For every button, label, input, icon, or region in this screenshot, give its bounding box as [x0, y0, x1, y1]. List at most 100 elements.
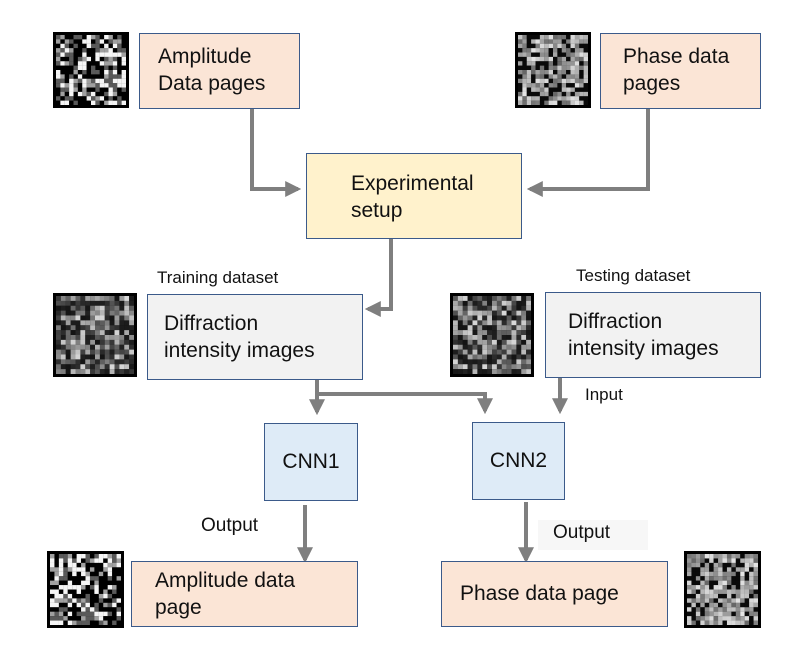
thumbnail-pixel [695, 589, 701, 595]
thumbnail-pixel [107, 620, 113, 625]
thumbnail-pixel [99, 369, 105, 374]
thumbnail-pixel [76, 611, 82, 617]
thumbnail-pixel [487, 296, 493, 301]
thumbnail-pixel [553, 65, 558, 71]
thumbnail-pixel [90, 339, 96, 345]
thumbnail-pixel [472, 330, 478, 336]
thumbnail-pixel [526, 100, 532, 105]
arrow-amplitude-to-setup [250, 107, 302, 197]
thumbnail-pixel [566, 48, 571, 53]
thumbnail-pixel [731, 607, 736, 612]
thumbnail-pixel [749, 562, 754, 568]
thumbnail-pixel [95, 65, 100, 71]
thumbnail-pixel [735, 611, 741, 617]
thumbnail-pixel [579, 91, 584, 97]
thumbnail-pixel [453, 364, 458, 370]
thumbnail-pixel [63, 576, 68, 581]
thumbnail-pixel [65, 369, 71, 374]
thumbnail-pixel [695, 607, 701, 612]
thumbnail-pixel [121, 83, 126, 88]
thumbnail-pixel [64, 83, 70, 88]
thumbnail-pixel [107, 589, 113, 595]
thumbnail-pixel [99, 315, 105, 321]
thumbnail-pixel [95, 70, 100, 75]
thumbnail-pixel [99, 48, 105, 53]
thumbnail-pixel [58, 558, 64, 563]
thumbnail-pixel [726, 616, 732, 621]
thumbnail-pixel [77, 74, 83, 79]
thumbnail-pixel [695, 567, 701, 572]
thumbnail-pixel [60, 100, 65, 105]
thumbnail-pixel [58, 602, 64, 608]
thumbnail-pixel [85, 315, 91, 321]
thumbnail-pixel [539, 61, 545, 66]
thumbnail-pixel [109, 330, 115, 336]
test-diffraction-thumbnail [450, 293, 534, 377]
thumbnail-pixel [726, 585, 732, 590]
thumbnail-pixel [583, 83, 588, 88]
thumbnail-pixel [687, 567, 692, 572]
thumbnail-pixel [579, 87, 584, 92]
thumbnail-pixel [704, 620, 710, 625]
thumbnail-pixel [709, 562, 714, 568]
thumbnail-pixel [107, 598, 113, 603]
thumbnail-pixel [526, 87, 532, 92]
thumbnail-pixel [700, 602, 705, 608]
thumbnail-pixel [467, 344, 473, 350]
thumbnail-pixel [121, 78, 126, 84]
thumbnail-pixel [104, 320, 110, 326]
thumbnail-pixel [482, 339, 488, 345]
thumbnail-pixel [544, 78, 549, 84]
thumbnail-pixel [482, 296, 488, 301]
thumbnail-pixel [713, 580, 719, 586]
thumbnail-pixel [457, 344, 463, 350]
thumbnail-pixel [72, 593, 77, 599]
thumbnail-pixel [557, 87, 562, 92]
thumbnail-pixel [726, 598, 732, 603]
thumbnail-pixel [85, 339, 91, 345]
thumbnail-pixel [526, 359, 531, 365]
thumbnail-pixel [108, 70, 113, 75]
thumbnail-pixel [487, 344, 493, 350]
thumbnail-pixel [90, 344, 96, 350]
thumbnail-pixel [73, 43, 78, 49]
thumbnail-pixel [64, 87, 70, 92]
thumbnail-pixel [64, 96, 70, 101]
thumbnail-pixel [80, 354, 86, 360]
thumbnail-pixel [583, 52, 588, 57]
thumbnail-pixel [90, 325, 96, 331]
thumbnail-pixel [94, 576, 99, 581]
thumbnail-pixel [80, 349, 86, 355]
thumbnail-pixel [99, 296, 105, 301]
thumbnail-pixel [516, 300, 522, 306]
thumbnail-pixel [526, 349, 531, 355]
thumbnail-pixel [94, 602, 99, 608]
thumbnail-pixel [82, 43, 87, 49]
thumbnail-pixel [104, 43, 109, 49]
thumbnail-pixel [77, 96, 83, 101]
thumbnail-pixel [521, 344, 527, 350]
thumbnail-pixel [116, 620, 121, 625]
thumbnail-pixel [548, 96, 554, 101]
thumbnail-pixel [544, 96, 549, 101]
thumbnail-pixel [544, 91, 549, 97]
thumbnail-pixel [117, 78, 122, 84]
thumbnail-pixel [521, 296, 527, 301]
thumbnail-pixel [744, 602, 750, 608]
thumbnail-pixel [76, 571, 82, 577]
thumbnail-pixel [521, 320, 527, 326]
thumbnail-pixel [69, 74, 74, 79]
thumbnail-pixel [119, 339, 125, 345]
thumbnail-pixel [56, 296, 61, 301]
thumbnail-pixel [60, 48, 65, 53]
thumbnail-pixel [99, 310, 105, 316]
thumbnail-pixel [85, 593, 91, 599]
thumbnail-pixel [67, 554, 73, 559]
thumbnail-pixel [722, 576, 728, 581]
thumbnail-pixel [506, 359, 512, 365]
thumbnail-pixel [691, 620, 696, 625]
thumbnail-pixel [112, 558, 117, 563]
thumbnail-pixel [95, 300, 100, 306]
thumbnail-pixel [81, 602, 86, 608]
thumbnail-pixel [506, 320, 512, 326]
